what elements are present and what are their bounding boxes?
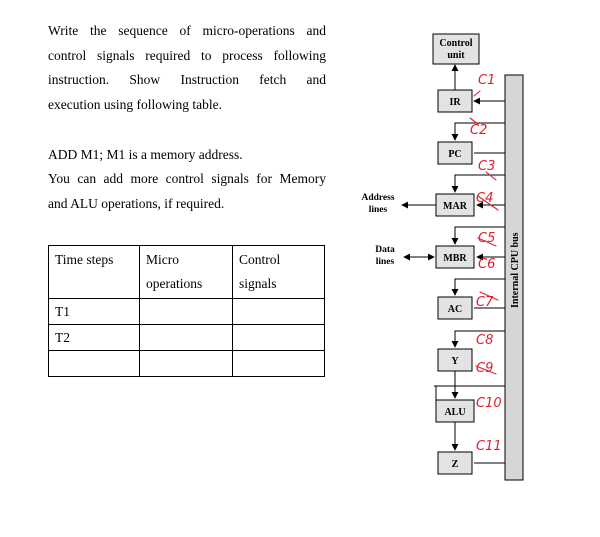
table-cell [139,350,233,377]
table-cell: T1 [48,298,140,325]
ac-label: AC [448,304,462,315]
note-line-1: You can add more control signals for Mem… [48,171,326,186]
ac-block [437,296,473,320]
table-cell [232,324,325,351]
bus-label: Internal CPU bus [510,232,521,308]
table-row [48,350,325,377]
signal-c8: C8 [476,333,493,348]
ir-label: IR [449,97,461,108]
signal-c10: C10 [476,396,502,411]
data-lines-label-1: Data [375,245,395,255]
pc-label: PC [448,149,461,160]
internal-cpu-bus [504,74,524,481]
signal-c1: C1 [478,73,495,88]
table-cell [232,298,325,325]
signal-c11: C11 [476,439,502,454]
pc-block [437,141,473,165]
control-unit-label-2: unit [447,50,465,61]
header-micro-operations: Micro operations [139,245,233,299]
mbr-label: MBR [443,253,467,264]
micro-operations-table: Time steps Micro operations Control sign… [48,245,325,377]
signal-c5: C5 [478,231,495,246]
signal-c3: C3 [478,159,495,174]
handwritten-annotations: C1 C2 C3 C4 C5 C6 C7 C8 C9 C10 C11 [469,73,502,454]
question-line-1: Write the sequence of micro-operations a… [48,23,326,38]
data-lines-label-2: lines [376,257,395,267]
question-line-2: control signals required to process foll… [48,48,326,63]
z-block [437,451,473,475]
signal-c4: C4 [476,191,493,206]
add-instruction-line: ADD M1; M1 is a memory address. [48,147,243,162]
mbr-block [435,245,475,269]
y-label: Y [451,356,459,367]
signal-c9: C9 [476,361,493,376]
question-line-4: execution using following table. [48,97,222,112]
control-unit-label-1: Control [439,38,472,49]
table-row: T1 [48,298,325,325]
signal-c7: C7 [476,295,494,310]
control-unit-block [432,33,480,65]
alu-label: ALU [444,407,465,418]
table-cell [48,350,140,377]
address-lines-label-1: Address [361,193,394,203]
signal-c2: C2 [470,123,487,138]
table-row: T2 [48,324,325,351]
address-lines-label-2: lines [369,205,388,215]
signal-c6: C6 [478,257,495,272]
z-label: Z [452,459,459,470]
table-cell: T2 [48,324,140,351]
note-line-2: and ALU operations, if required. [48,196,225,211]
mar-label: MAR [443,201,468,212]
question-line-3: instruction. Show Instruction fetch and [48,72,326,87]
table-cell [232,350,325,377]
